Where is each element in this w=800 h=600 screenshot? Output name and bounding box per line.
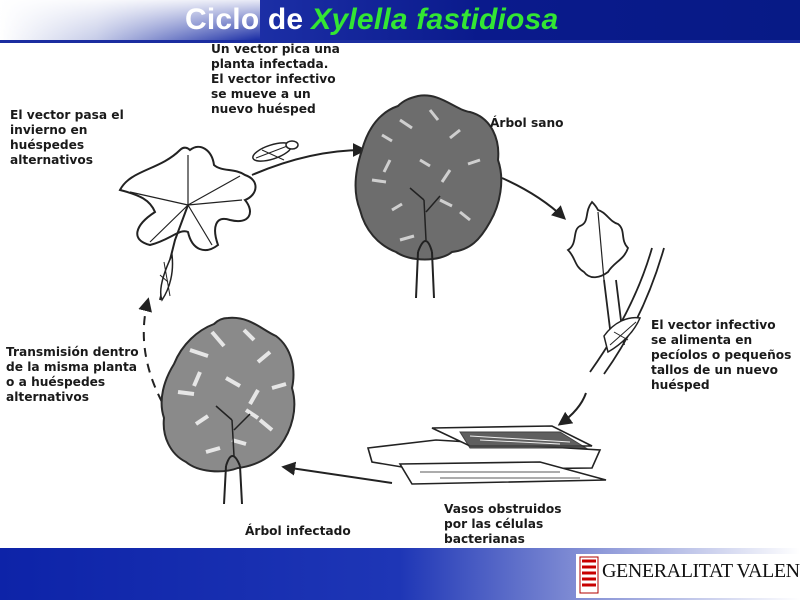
label-infected-tree: Árbol infectado: [245, 524, 351, 538]
title-prefix: Ciclo de: [185, 3, 304, 36]
title-species: Xylella fastidiosa: [311, 3, 559, 36]
infected-tree: [160, 316, 296, 505]
label-transmission: Transmisión dentro de la misma planta o …: [6, 345, 139, 404]
footer-organization: GENERALITAT VALENCIANA: [602, 560, 800, 582]
header-swoosh: [0, 0, 260, 40]
label-vector-overwinters: El vector pasa el invierno en huéspedes …: [10, 108, 124, 167]
healthy-tree: [354, 94, 503, 299]
arrow-to-healthy-tree: [251, 143, 367, 176]
label-vector-feeds: El vector infectivo se alimenta en pecío…: [651, 318, 792, 392]
petiole-stem: [566, 200, 665, 375]
arrow-transmission-dashed: [138, 297, 163, 403]
vector-insect-top: [252, 140, 299, 162]
footer-logo-area: [576, 554, 800, 598]
header-underline: [0, 40, 800, 43]
xylem-vessels: [366, 425, 607, 485]
label-healthy-tree: Árbol sano: [490, 116, 564, 130]
arrow-to-infected-tree: [281, 461, 393, 484]
label-vector-bites: Un vector pica una planta infectada. El …: [211, 42, 340, 116]
generalitat-emblem-icon: [579, 556, 599, 594]
alternate-host-leaf: [118, 145, 257, 302]
label-obstructed-vessels: Vasos obstruidos por las células bacteri…: [444, 502, 562, 546]
arrow-to-petiole: [501, 177, 567, 220]
arrow-to-vessels: [557, 392, 587, 426]
